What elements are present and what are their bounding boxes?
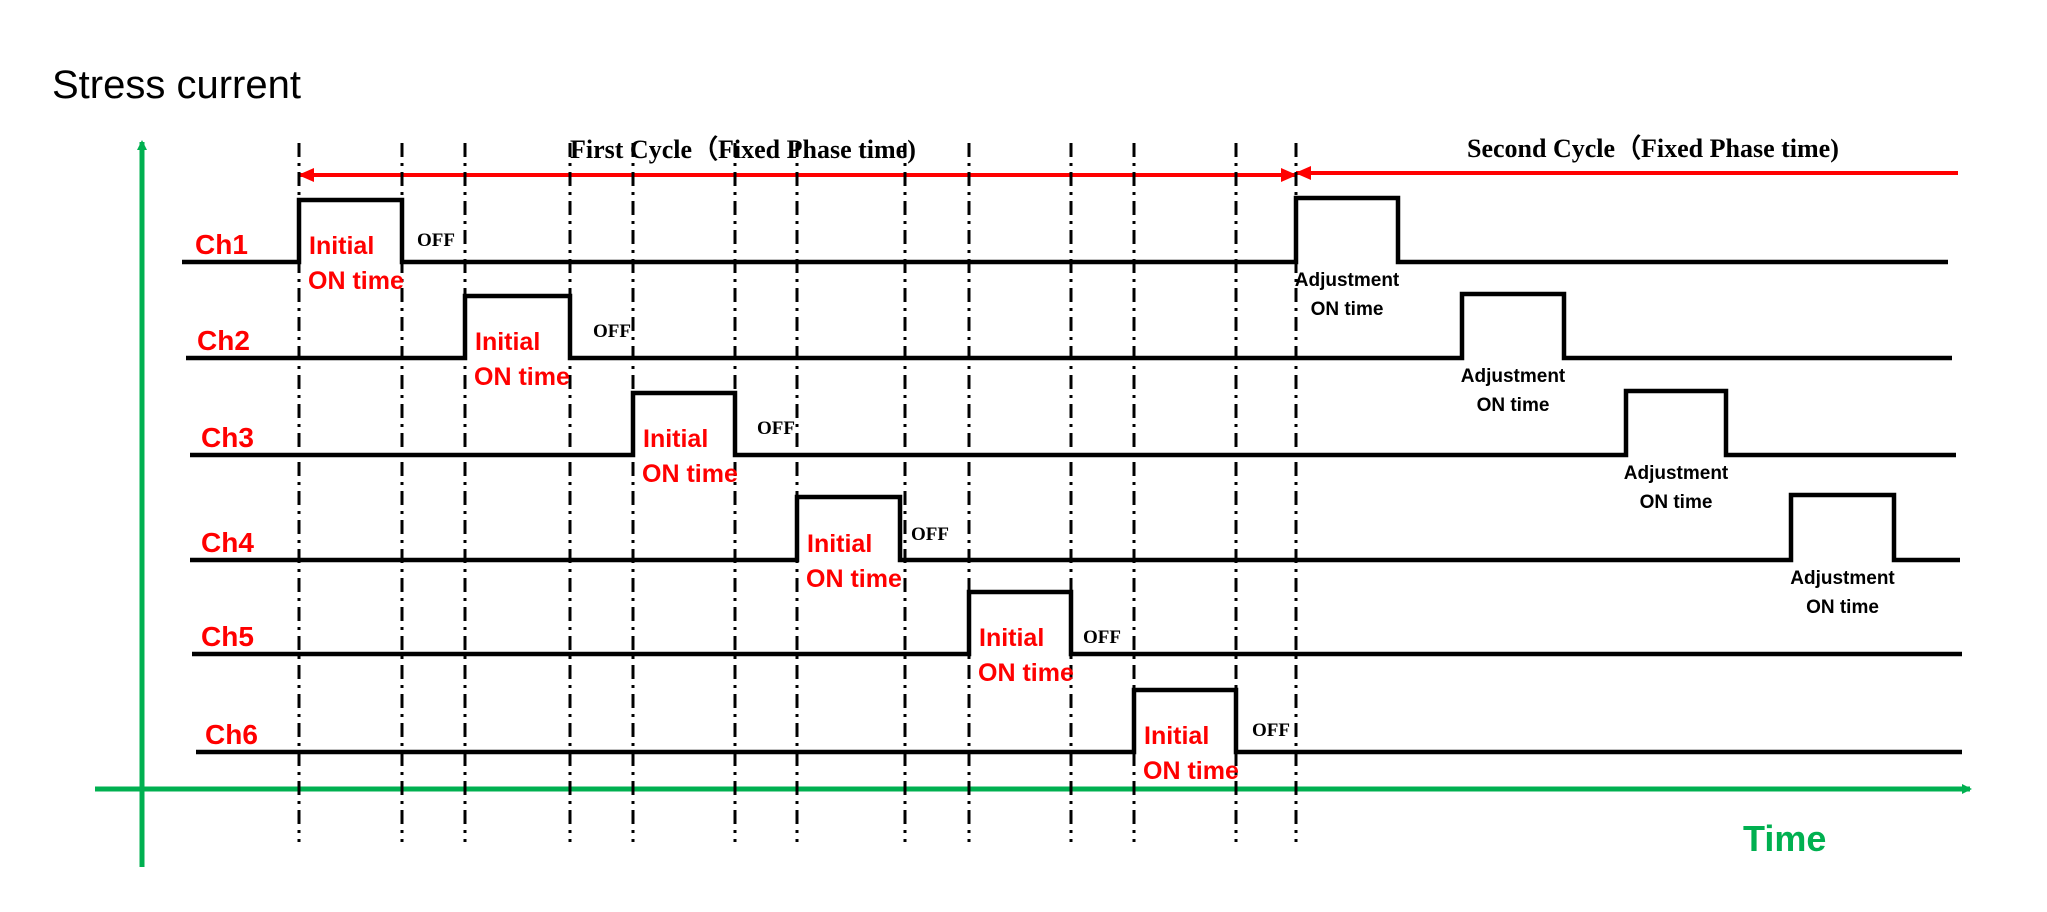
off-label: OFF	[911, 524, 949, 545]
adjustment-on-label-line2: ON time	[1806, 597, 1879, 618]
adjustment-on-label-line2: ON time	[1311, 299, 1384, 320]
adjustment-on-label-line1: Adjustment	[1461, 366, 1566, 387]
channel-waveform	[186, 291, 1952, 361]
channel-waveform	[190, 492, 1960, 563]
initial-on-label-line1: Initial	[979, 624, 1044, 652]
off-label: OFF	[757, 418, 795, 439]
initial-on-label-line2: ON time	[308, 267, 404, 295]
channel-label: Ch5	[201, 621, 254, 652]
off-label: OFF	[593, 321, 631, 342]
off-label: OFF	[417, 230, 455, 251]
initial-on-label-line1: Initial	[1144, 722, 1209, 750]
initial-on-label-line1: Initial	[643, 425, 708, 453]
off-label: OFF	[1083, 627, 1121, 648]
channel-waveform	[182, 195, 1948, 265]
adjustment-on-label-line2: ON time	[1477, 395, 1550, 416]
initial-on-label-line1: Initial	[807, 530, 872, 558]
adjustment-on-label-line1: Adjustment	[1790, 568, 1895, 589]
channel-waveform	[192, 589, 1962, 657]
adjustment-on-label-line2: ON time	[1640, 492, 1713, 513]
initial-on-label-line2: ON time	[978, 659, 1074, 687]
channel-label: Ch6	[205, 719, 258, 750]
adjustment-on-label-line1: Adjustment	[1295, 270, 1400, 291]
initial-on-label-line1: Initial	[309, 232, 374, 260]
y-axis-label: Stress current	[52, 63, 301, 107]
channel-label: Ch1	[195, 229, 248, 260]
channel-6: Ch6 OFF Initial ON time	[196, 687, 1962, 785]
channel-5: Ch5 OFF Initial ON time	[192, 589, 1962, 687]
channel-label: Ch4	[201, 527, 254, 558]
adjustment-on-label-line1: Adjustment	[1624, 463, 1729, 484]
initial-on-label-line2: ON time	[1143, 757, 1239, 785]
x-axis-label: Time	[1743, 818, 1826, 859]
channel-label: Ch3	[201, 422, 254, 453]
initial-on-label-line2: ON time	[806, 565, 902, 593]
channel-waveform	[196, 687, 1962, 755]
first-cycle-label: First Cycle（Fixed Phase time)	[570, 135, 916, 164]
off-label: OFF	[1252, 720, 1290, 741]
second-cycle-label: Second Cycle（Fixed Phase time)	[1467, 134, 1839, 163]
channel-label: Ch2	[197, 325, 250, 356]
initial-on-label-line2: ON time	[474, 363, 570, 391]
initial-on-label-line2: ON time	[642, 460, 738, 488]
channel-1: Ch1 OFF Initial ON time Adjustment ON time	[182, 195, 1948, 320]
initial-on-label-line1: Initial	[475, 328, 540, 356]
channel-waveform	[190, 388, 1956, 458]
